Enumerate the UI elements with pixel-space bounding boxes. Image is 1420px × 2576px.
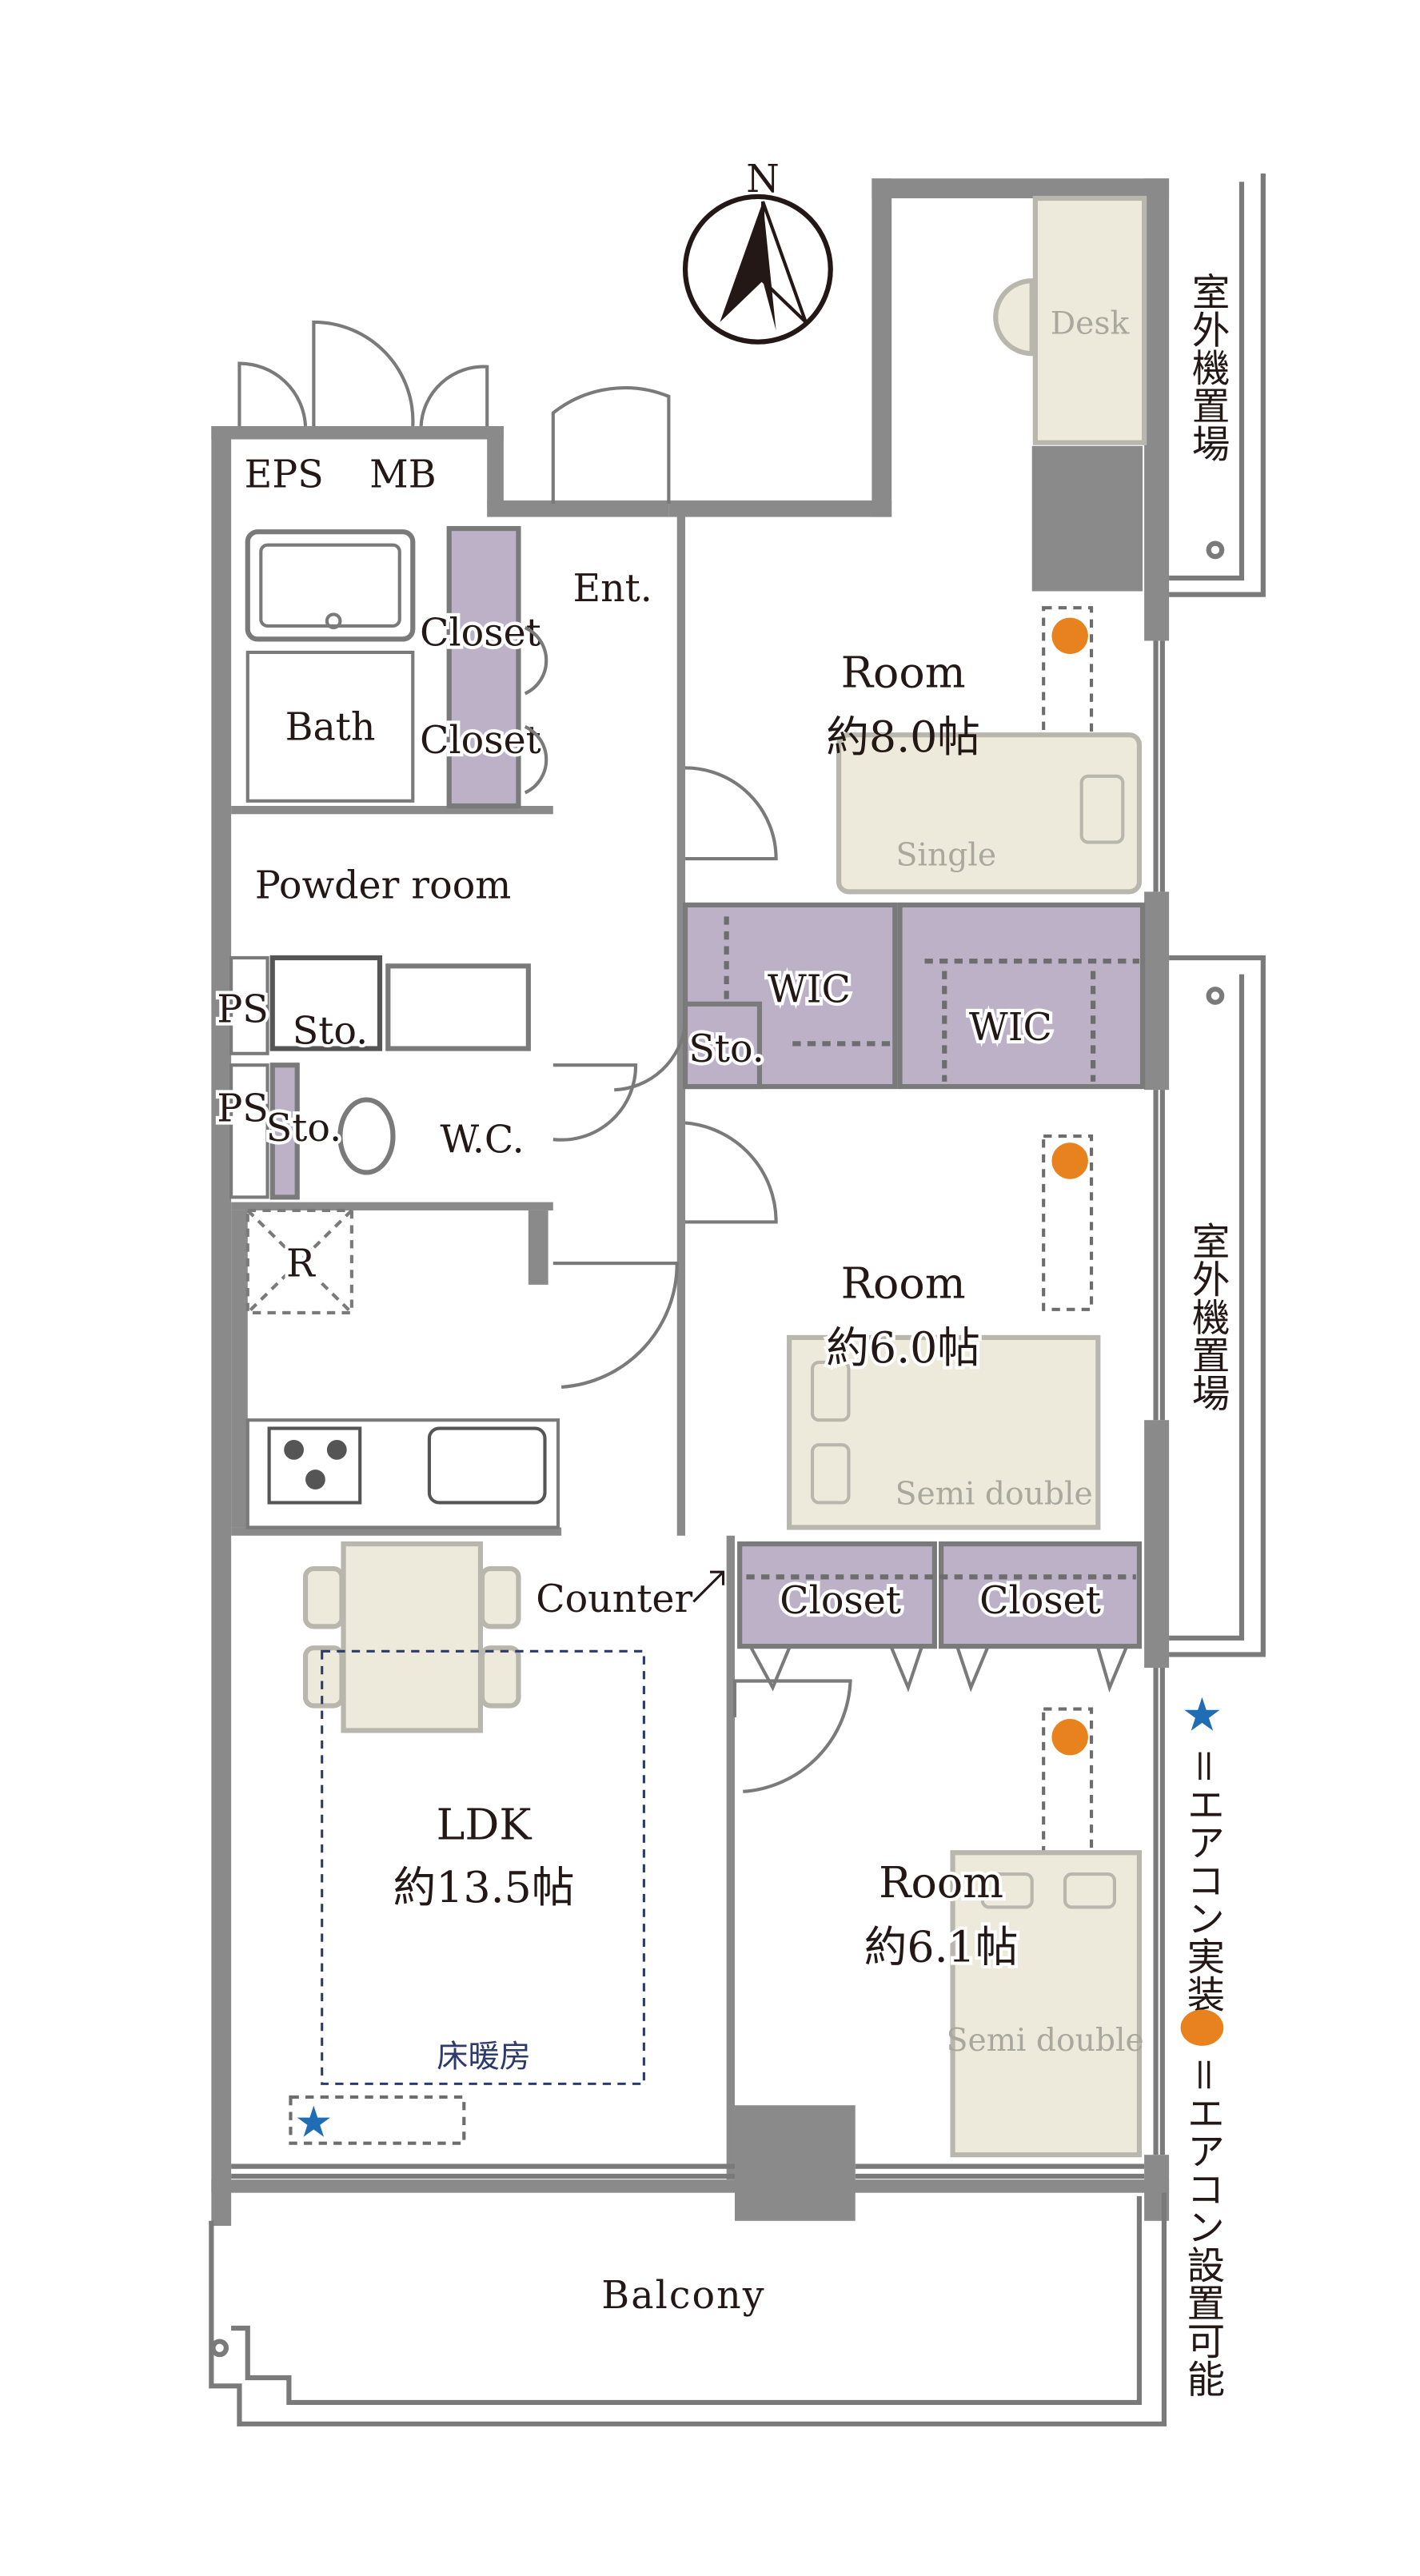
bath-closet — [446, 525, 521, 809]
ac-installable-dot-icon — [1051, 1142, 1088, 1179]
storage-label: Sto. — [688, 1027, 764, 1071]
legend-star-icon: ★ — [1181, 1687, 1223, 1741]
stove-icon — [267, 1426, 362, 1505]
closet-label: Closet — [979, 1579, 1101, 1623]
ac-installable-dot-icon — [1051, 1718, 1088, 1756]
storage — [682, 1001, 763, 1090]
powder-room-label: Powder room — [255, 864, 511, 908]
floor-heating-area — [321, 1649, 645, 2085]
room-name: Room — [879, 1857, 1003, 1908]
semi-double-bed — [787, 1334, 1101, 1530]
ps-label: PS — [217, 1087, 268, 1130]
legend-installable: ＝エアコン設置可能 — [1180, 2056, 1224, 2397]
ps-label: PS — [217, 988, 268, 1032]
outdoor-unit-label: 室外機置場 — [1185, 1222, 1229, 1412]
room-size: 約8.0帖 — [826, 712, 980, 762]
legend-dot-icon — [1180, 2009, 1224, 2046]
toilet — [337, 1097, 396, 1175]
counter-label: Counter — [536, 1577, 692, 1621]
ac-install-area — [1042, 1134, 1094, 1311]
closet-label: Closet — [420, 612, 541, 656]
dining-set — [302, 1541, 521, 1733]
storage-label: Sto. — [293, 1009, 368, 1053]
outdoor-unit-label: 室外機置場 — [1185, 273, 1229, 463]
storage-label: Sto. — [266, 1107, 341, 1150]
washing-machine — [269, 955, 383, 1051]
north-compass-icon — [682, 193, 833, 345]
outdoor-unit-area — [1169, 173, 1266, 1657]
eps-label: EPS — [245, 453, 324, 496]
wc-label: W.C. — [440, 1119, 524, 1162]
room-size: 約6.0帖 — [826, 1322, 980, 1373]
sink-icon — [427, 1426, 547, 1505]
ac-unit-area — [289, 2095, 466, 2145]
desk-label: Desk — [1051, 305, 1131, 341]
closet-label: Closet — [780, 1579, 901, 1623]
wic-label: WIC — [969, 1006, 1052, 1050]
bed-label: Semi double — [947, 2023, 1144, 2059]
washbasin — [385, 963, 531, 1051]
room-size: 約6.1帖 — [864, 1922, 1019, 1972]
ac-installed-star-icon: ★ — [294, 2096, 333, 2147]
bathtub — [245, 529, 416, 803]
walls — [211, 178, 1170, 2226]
windows — [231, 640, 1165, 2179]
mb-label: MB — [369, 453, 437, 496]
room-name: Room — [841, 647, 966, 697]
wc-storage — [269, 1063, 300, 1200]
refrigerator-space — [245, 1208, 353, 1315]
wic-label: WIC — [768, 968, 851, 1012]
closet-label: Closet — [420, 719, 541, 763]
balcony-label: Balcony — [601, 2274, 765, 2318]
floor-heating-label: 床暖房 — [437, 2040, 531, 2076]
ac-install-area — [1042, 606, 1094, 787]
ldk-size: 約13.5帖 — [393, 1862, 575, 1912]
balcony-railing — [209, 2192, 1167, 2426]
room-name: Room — [841, 1258, 966, 1308]
ac-installable-dot-icon — [1051, 617, 1088, 654]
chair — [993, 278, 1035, 357]
bed-label: Single — [896, 837, 997, 873]
legend-installed: ＝エアコン実装 — [1180, 1747, 1224, 2012]
closet-1 — [737, 1541, 937, 1649]
single-bed — [836, 732, 1143, 895]
entrance-label: Ent. — [572, 567, 652, 611]
compass-label: N — [746, 158, 780, 201]
bed-label: Semi double — [895, 1477, 1093, 1513]
closet-2 — [939, 1541, 1143, 1649]
desk — [1032, 195, 1147, 445]
eps-mb-doors — [237, 320, 671, 504]
wic-2 — [897, 902, 1146, 1090]
bath-label: Bath — [285, 705, 376, 749]
ldk-name: LDK — [437, 1800, 532, 1850]
refrigerator-label: R — [286, 1242, 316, 1286]
